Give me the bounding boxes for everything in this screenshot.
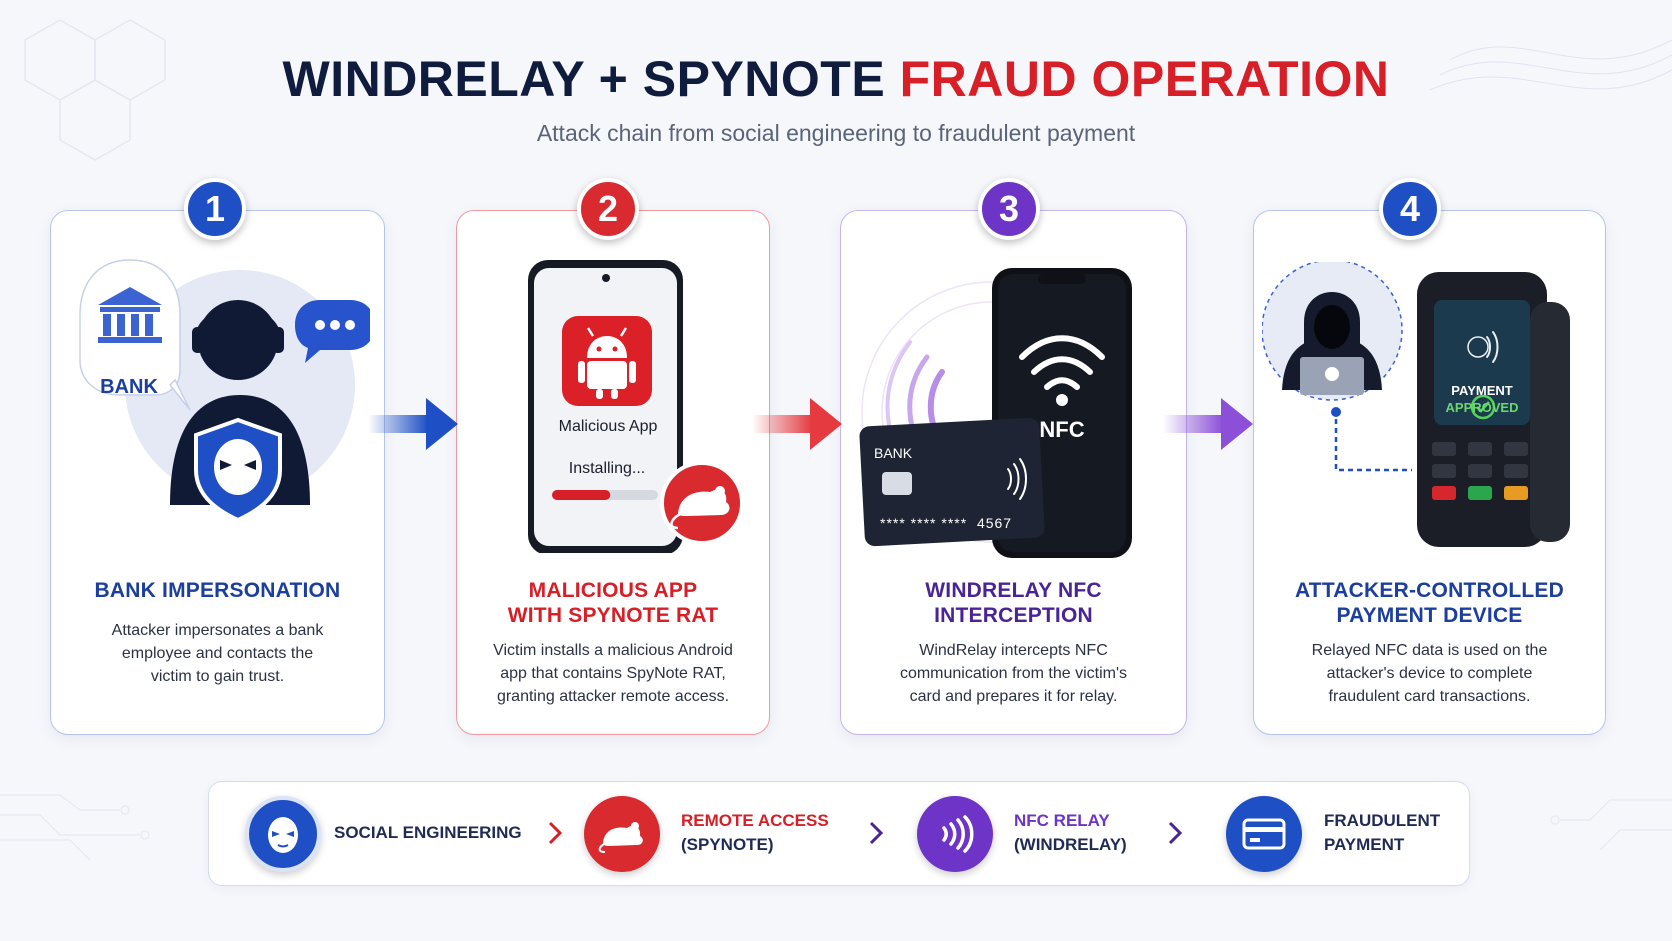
flow-label-social-engineering: SOCIAL ENGINEERING [334,821,522,845]
step4-title-line2: PAYMENT DEVICE [1336,604,1523,627]
step-number-1: 1 [184,178,246,240]
mask-shield-icon [194,417,282,523]
step3-title-line2: INTERCEPTION [934,604,1093,627]
bank-card [859,417,1045,547]
step1-desc-line1: Attacker impersonates a bank [111,622,324,639]
step2-title-line2: WITH SPYNOTE RAT [507,604,719,627]
step-number-3: 3 [978,178,1040,240]
hooded-hacker-icon [1282,292,1382,395]
rat-badge-icon [660,461,744,545]
wifi-nfc-icon [1019,335,1105,390]
flow2-line1: REMOTE ACCESS [681,811,829,830]
nfc-interception-illustration [859,268,1132,558]
title-main: WINDRELAY + SPYNOTE [282,51,900,107]
bank-bubble-label: BANK [100,376,158,398]
installing-label: Installing... [568,460,646,477]
chevron-right-icon [1168,821,1183,845]
card-bank-label: BANK [874,445,913,461]
chevron-right-icon [869,821,884,845]
payment-device-illustration [1262,262,1570,547]
step-number-2: 2 [577,178,639,240]
arrow-step2-to-3 [752,398,842,450]
flow-label-nfc-relay: NFC RELAY (WINDRELAY) [1014,809,1127,857]
step2-desc-line2: app that contains SpyNote RAT, [500,665,726,682]
step4-title: ATTACKER-CONTROLLED PAYMENT DEVICE [1253,578,1606,628]
malicious-app-illustration [528,260,744,553]
pos-status-line1: PAYMENT [1451,383,1513,398]
chat-bubble-icon [295,300,370,363]
bank-impersonation-illustration [79,259,370,523]
step1-title-line1: BANK IMPERSONATION [94,579,341,602]
pos-status-line2: APPROVED [1445,400,1519,415]
flow3-line2: (WINDRELAY) [1014,835,1127,854]
step4-desc-line1: Relayed NFC data is used on the [1311,642,1548,659]
step3-desc-line2: communication from the victim's [899,665,1128,682]
step3-desc-line3: card and prepares it for relay. [909,688,1118,705]
step3-title-line1: WINDRELAY NFC [925,579,1102,602]
card-chip-icon [882,472,912,495]
arrow-step1-to-2 [368,398,458,450]
flow4-line2: PAYMENT [1324,835,1405,854]
bank-building-icon [98,287,162,343]
chevron-right-icon [548,821,563,845]
page-subtitle: Attack chain from social engineering to … [536,120,1136,146]
step4-title-line1: ATTACKER-CONTROLLED [1295,579,1564,602]
step2-description: Victim installs a malicious Android app … [456,639,770,708]
flow1-line1: SOCIAL ENGINEERING [334,823,522,842]
social-engineering-mask-icon [245,796,321,872]
step3-description: WindRelay intercepts NFC communication f… [840,639,1187,708]
app-name-label: Malicious App [558,418,658,435]
step2-desc-line1: Victim installs a malicious Android [493,642,733,659]
step1-description: Attacker impersonates a bank employee an… [50,619,385,688]
flow2-line2: (SPYNOTE) [681,835,774,854]
step-number-4: 4 [1379,178,1441,240]
flow-label-fraudulent-payment: FRAUDULENT PAYMENT [1324,809,1440,857]
nfc-relay-icon [917,796,993,872]
page-title: WINDRELAY + SPYNOTE FRAUD OPERATION [0,50,1672,108]
pos-terminal-icon [1417,272,1570,547]
fraudulent-payment-card-icon [1226,796,1302,872]
step1-title: BANK IMPERSONATION [50,578,385,603]
phone-screen [534,268,677,546]
title-highlight: FRAUD OPERATION [899,51,1390,107]
contactless-icon [1007,458,1027,500]
step3-desc-line1: WindRelay intercepts NFC [919,642,1108,659]
arrow-step3-to-4 [1163,398,1253,450]
flow-label-remote-access: REMOTE ACCESS (SPYNOTE) [681,809,829,857]
nfc-label: NFC [1039,417,1085,442]
step3-title: WINDRELAY NFC INTERCEPTION [840,578,1187,628]
step1-desc-line3: victim to gain trust. [150,668,285,685]
step2-title-line1: MALICIOUS APP [528,579,698,602]
remote-access-rat-icon [584,796,660,872]
install-progress-fill [552,490,611,500]
flow3-line1: NFC RELAY [1014,811,1110,830]
step4-description: Relayed NFC data is used on the attacker… [1253,639,1606,708]
step4-desc-line3: fraudulent card transactions. [1328,688,1531,705]
flow4-line1: FRAUDULENT [1324,811,1441,830]
bank-speech-bubble [79,259,191,411]
card-number: **** **** **** 4567 [880,515,1013,531]
step1-desc-line2: employee and contacts the [121,645,314,662]
connector-line [1334,410,1412,472]
step2-title: MALICIOUS APP WITH SPYNOTE RAT [456,578,770,628]
android-robot-icon [578,327,636,399]
step4-desc-line2: attacker's device to complete [1326,665,1533,682]
step2-desc-line3: granting attacker remote access. [496,688,730,705]
